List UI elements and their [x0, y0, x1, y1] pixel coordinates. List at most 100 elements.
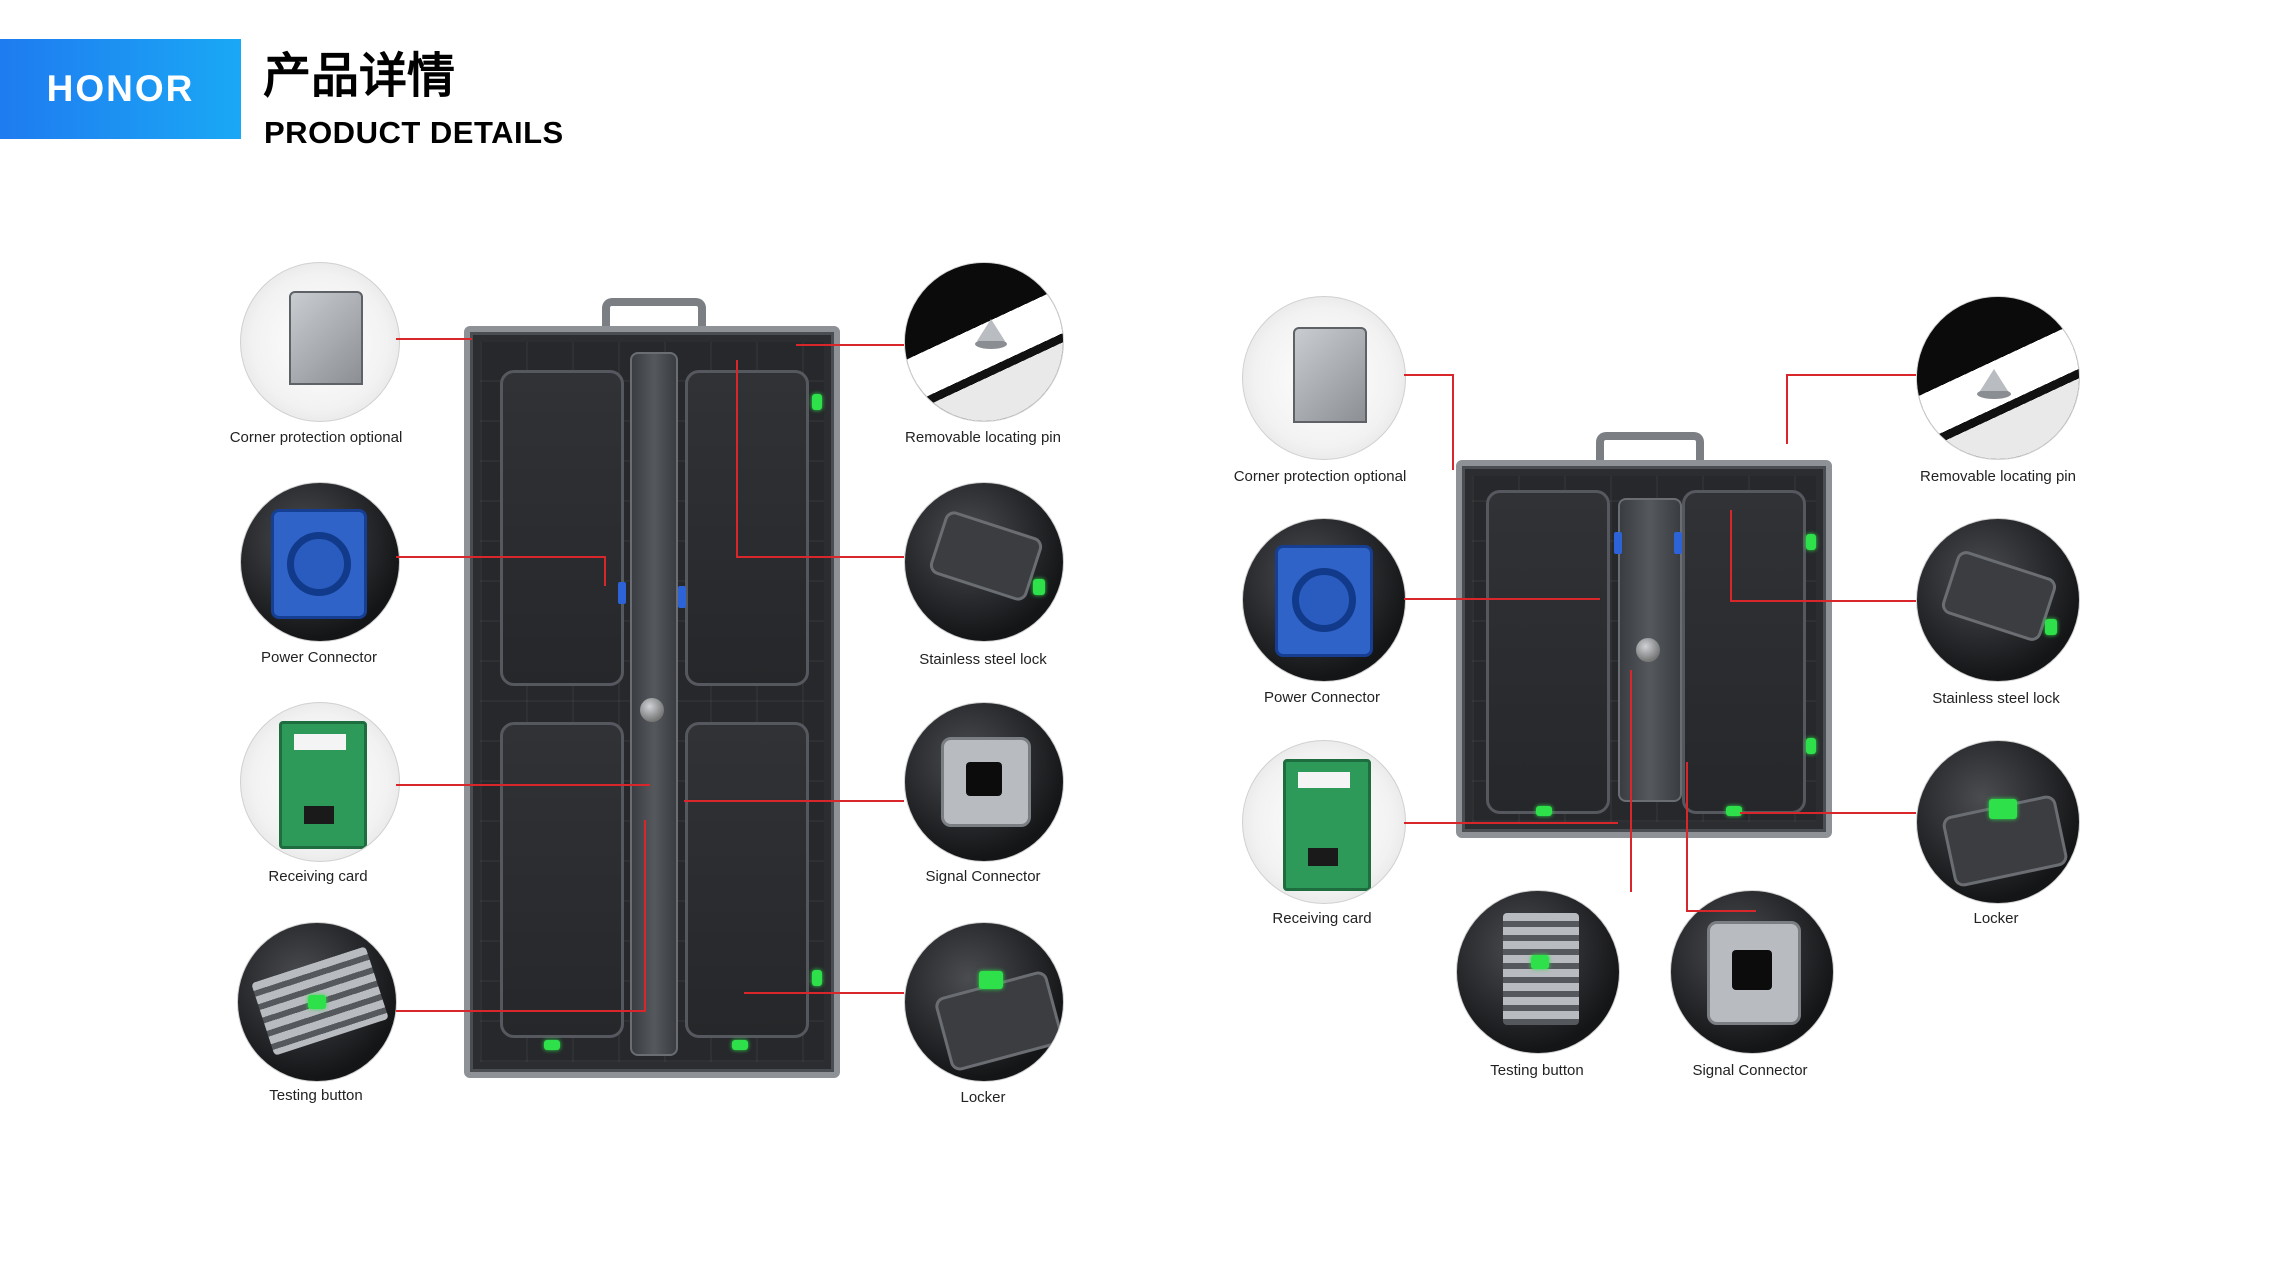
ethernet-port-icon-2: [1732, 950, 1772, 990]
signal-connector-icon: [941, 737, 1031, 827]
locker-led-icon-2: [1989, 799, 2017, 819]
page-title-english: PRODUCT DETAILS: [264, 115, 564, 150]
power-ring-icon-2: [1292, 568, 1356, 632]
right-steel-callout-line: [1730, 600, 1916, 602]
left-cabinet-handle: [602, 298, 706, 342]
right-cabinet-back: [1472, 476, 1816, 822]
signal-connector-icon-2: [1707, 921, 1801, 1025]
card-label-icon: [294, 734, 346, 750]
left-receiving-detail-image: [240, 702, 400, 862]
left-testing-callout-line: [396, 1010, 644, 1012]
right-led-side-2: [1806, 738, 1816, 754]
left-blue-clip-1: [618, 582, 626, 604]
left-module-tr: [685, 370, 809, 686]
left-receiving-caption: Receiving card: [268, 868, 368, 885]
left-steel-lock-detail-image: [904, 482, 1064, 642]
right-led-side-1: [1806, 534, 1816, 550]
right-pin-callout-drop: [1786, 374, 1788, 444]
right-power-detail-image: [1242, 518, 1406, 682]
locker-led-icon: [979, 971, 1003, 989]
left-corner-detail-image: [240, 262, 400, 422]
left-testing-callout-rise: [644, 820, 646, 1012]
right-steel-callout-rise: [1730, 510, 1732, 602]
right-power-caption: Power Connector: [1264, 689, 1380, 706]
brand-logo-text: HONOR: [46, 68, 195, 109]
power-connector-icon: [271, 509, 367, 619]
steel-lock-icon-2: [1939, 548, 2059, 644]
left-power-caption: Power Connector: [261, 649, 377, 666]
right-blue-clip-1: [1614, 532, 1622, 554]
right-module-left: [1486, 490, 1610, 814]
right-led-bottom-1: [1536, 806, 1552, 816]
left-led-side-top: [812, 394, 822, 410]
steel-lock-led-icon-2: [2045, 619, 2057, 635]
right-led-bottom-2: [1726, 806, 1742, 816]
right-steel-lock-caption: Stainless steel lock: [1932, 690, 2060, 707]
right-receiving-detail-image: [1242, 740, 1406, 904]
left-center-knob: [640, 698, 664, 722]
left-cabinet-back: [480, 342, 824, 1062]
right-corner-callout-line: [1404, 374, 1452, 376]
right-corner-caption: Corner protection optional: [1233, 468, 1407, 485]
testing-button-icon: [308, 995, 326, 1009]
page-title-chinese: 产品详情: [263, 48, 456, 104]
power-connector-icon-2: [1275, 545, 1373, 657]
left-locker-caption: Locker: [960, 1089, 1006, 1106]
left-power-callout-line: [396, 556, 604, 558]
steel-lock-led-icon: [1033, 579, 1045, 595]
power-ring-icon: [287, 532, 351, 596]
pin-base-icon-2: [1977, 389, 2011, 399]
right-pin-callout-line: [1786, 374, 1916, 376]
right-blue-clip-2: [1674, 532, 1682, 554]
brand-logo: HONOR: [0, 39, 241, 139]
right-corner-detail-image: [1242, 296, 1406, 460]
card-chip-icon: [304, 806, 334, 824]
testing-grill-icon-2: [1503, 913, 1579, 1025]
receiving-card-icon-2: [1283, 759, 1371, 891]
left-locker-callout-line: [744, 992, 904, 994]
left-led-side-bottom: [812, 970, 822, 986]
left-module-bl: [500, 722, 624, 1038]
right-cabinet-handle: [1596, 432, 1704, 474]
corner-bracket-icon: [289, 291, 363, 385]
receiving-card-icon: [279, 721, 367, 849]
right-pin-detail-image: [1916, 296, 2080, 460]
ethernet-port-icon: [966, 762, 1002, 796]
card-label-icon-2: [1298, 772, 1350, 788]
testing-button-icon-2: [1531, 955, 1549, 969]
right-steel-lock-detail-image: [1916, 518, 2080, 682]
right-testing-caption: Testing button: [1490, 1062, 1584, 1079]
right-locker-callout-line: [1740, 812, 1916, 814]
left-corner-callout-line: [396, 338, 472, 340]
left-testing-detail-image: [237, 922, 397, 1082]
corner-bracket-icon-2: [1293, 327, 1367, 423]
left-module-br: [685, 722, 809, 1038]
left-steel-callout-rise: [736, 360, 738, 558]
left-receiving-callout-line: [396, 784, 650, 786]
card-chip-icon-2: [1308, 848, 1338, 866]
left-signal-detail-image: [904, 702, 1064, 862]
left-pin-detail-image: [904, 262, 1064, 422]
right-receiving-callout-line: [1404, 822, 1618, 824]
right-signal-detail-image: [1670, 890, 1834, 1054]
right-corner-callout-drop: [1452, 374, 1454, 470]
right-locker-caption: Locker: [1973, 910, 2019, 927]
right-locker-detail-image: [1916, 740, 2080, 904]
left-power-detail-image: [240, 482, 400, 642]
left-cabinet-panel: [464, 326, 840, 1078]
left-steel-lock-caption: Stainless steel lock: [919, 651, 1047, 668]
right-cabinet-panel: [1456, 460, 1832, 838]
left-signal-callout-line: [684, 800, 904, 802]
left-locker-detail-image: [904, 922, 1064, 1082]
left-pin-callout-line: [796, 344, 904, 346]
left-testing-caption: Testing button: [269, 1087, 363, 1104]
locating-pin-icon: [977, 319, 1005, 341]
right-center-knob: [1636, 638, 1660, 662]
right-signal-callout-rise: [1686, 762, 1688, 912]
right-receiving-caption: Receiving card: [1272, 910, 1372, 927]
right-testing-detail-image: [1456, 890, 1620, 1054]
left-steel-callout-line: [736, 556, 904, 558]
left-corner-caption: Corner protection optional: [229, 429, 403, 446]
steel-lock-icon: [927, 508, 1045, 604]
locating-pin-icon-2: [1980, 369, 2008, 391]
